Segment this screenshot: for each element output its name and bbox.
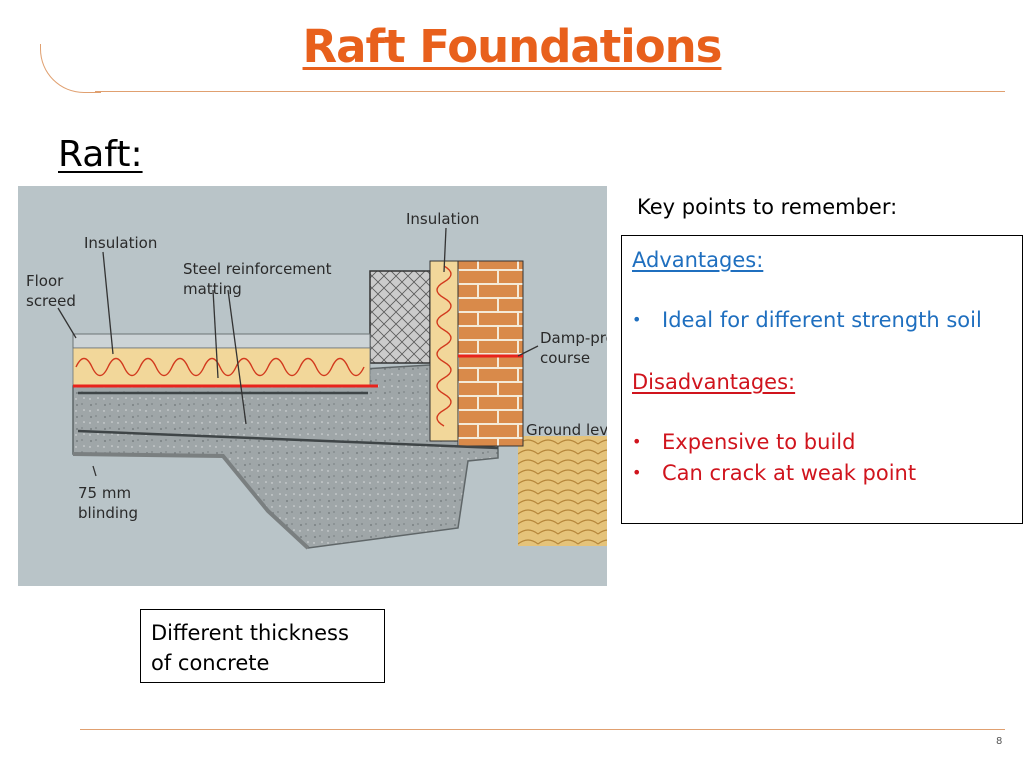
blinding-line <box>72 452 310 550</box>
label-damp-1: Damp-proof <box>540 329 607 347</box>
raft-foundation-diagram: Insulation Floor screed Steel reinforcem… <box>18 186 607 586</box>
disadvantage-item: •Can crack at weak point <box>632 461 917 485</box>
title-rule <box>95 91 1005 92</box>
label-ground: Ground level <box>526 421 607 439</box>
label-floor-1: Floor <box>26 272 64 290</box>
block-leaf <box>369 270 431 364</box>
disadvantage-item: •Expensive to build <box>632 430 856 454</box>
floor-insulation-wave <box>75 357 365 377</box>
floor-insulation <box>72 347 371 387</box>
advantages-box: Advantages: •Ideal for different strengt… <box>621 235 1023 524</box>
label-insulation-right: Insulation <box>406 210 479 228</box>
label-insulation-left: Insulation <box>84 234 157 252</box>
floor-screed <box>72 333 371 349</box>
key-points-heading: Key points to remember: <box>637 195 898 219</box>
label-steel-2: matting <box>183 280 242 298</box>
bullet-icon: • <box>632 432 642 451</box>
advantages-heading: Advantages: <box>632 248 764 272</box>
diagram-svg: Insulation Floor screed Steel reinforcem… <box>26 210 607 550</box>
caption-line-1: Different thickness <box>151 621 349 645</box>
label-floor-2: screed <box>26 292 76 310</box>
label-blinding-1: 75 mm <box>78 484 131 502</box>
label-blinding-2: blinding <box>78 504 138 522</box>
caption-line-2: of concrete <box>151 651 270 675</box>
cavity-insulation <box>429 260 459 442</box>
leader-lines <box>57 227 539 477</box>
slide-title: Raft Foundations <box>302 20 723 73</box>
ground-fill <box>518 436 607 546</box>
cavity-wave <box>436 265 452 427</box>
bullet-icon: • <box>632 463 642 482</box>
slide-subtitle: Raft: <box>58 134 143 175</box>
bullet-icon: • <box>632 310 642 329</box>
caption-box: Different thickness of concrete <box>140 609 385 683</box>
disadvantages-heading: Disadvantages: <box>632 370 796 394</box>
rebar-bottom <box>77 429 499 450</box>
advantage-item: •Ideal for different strength soil <box>632 308 982 332</box>
page-number: 8 <box>996 736 1003 747</box>
footer-rule <box>80 729 1005 730</box>
brick-leaf <box>457 260 524 447</box>
label-steel-1: Steel reinforcement <box>183 260 332 278</box>
label-damp-2: course <box>540 349 590 367</box>
